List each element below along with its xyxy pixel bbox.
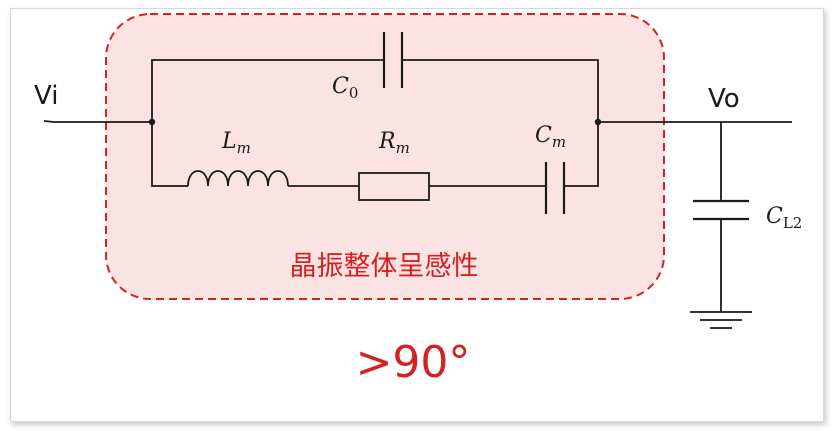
bottom-branch-wire-right xyxy=(564,122,599,187)
c0-label: C0 xyxy=(332,74,358,102)
top-branch-wire-left xyxy=(151,59,384,122)
lm-label: Lm xyxy=(221,129,251,157)
inductor-lm xyxy=(187,170,289,187)
phase-annotation: >90° xyxy=(356,337,471,388)
rm-label: Rm xyxy=(378,129,410,157)
cl2-label: CL2 xyxy=(766,204,802,232)
cm-label: Cm xyxy=(535,123,566,151)
top-branch-wire-right xyxy=(402,59,599,122)
input-wire xyxy=(43,120,152,123)
crystal-region xyxy=(105,13,665,300)
output-label: Vo xyxy=(708,84,740,114)
input-label: Vi xyxy=(34,81,58,111)
ground-symbol xyxy=(690,311,752,329)
bottom-branch-wire-left xyxy=(151,122,188,187)
region-annotation: 晶振整体呈感性 xyxy=(290,251,479,282)
